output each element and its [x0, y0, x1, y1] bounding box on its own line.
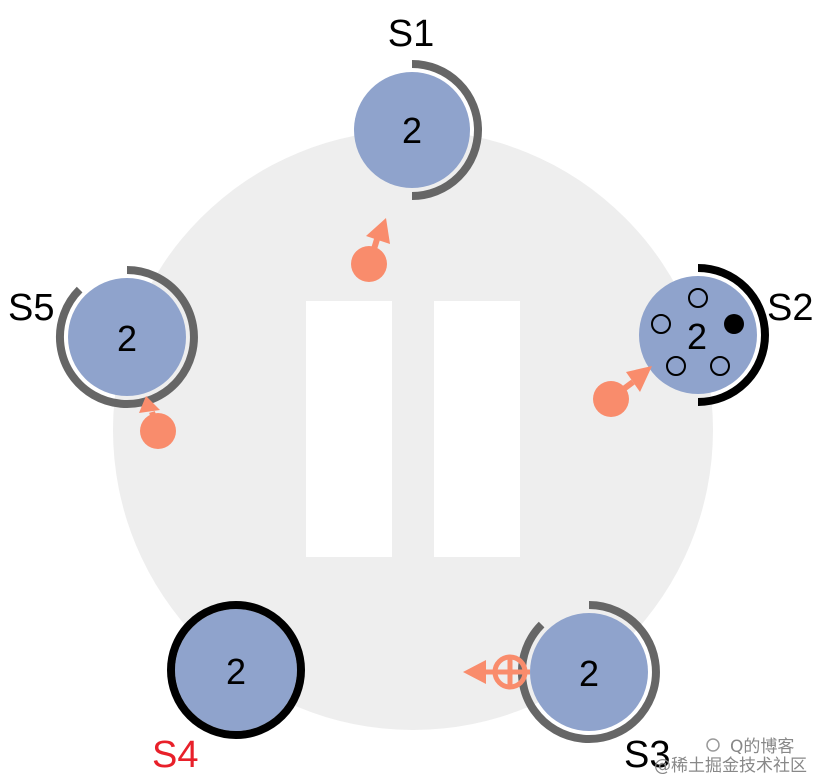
server-s2-label: S2 [767, 287, 813, 329]
vote-indicator-empty [688, 288, 708, 308]
server-s1-term: 2 [402, 110, 422, 151]
pause-icon [306, 301, 520, 557]
server-s5: 2 S5 [8, 266, 198, 408]
server-s2-ring [697, 264, 769, 406]
wechat-icon [706, 738, 720, 752]
pause-bar-right [434, 301, 520, 557]
vote-indicator-empty [651, 314, 671, 334]
server-s3-label: S3 [624, 734, 670, 776]
vote-indicators [651, 288, 744, 376]
vote-indicator-filled [724, 314, 744, 334]
server-s1-ring [411, 60, 482, 200]
cluster-background-circle [113, 130, 713, 730]
server-s4-node [175, 609, 297, 731]
server-s3-term: 2 [579, 653, 599, 694]
server-s3-node [530, 613, 648, 731]
server-s2: 2 S2 [639, 264, 813, 406]
message-request-vote [351, 218, 390, 282]
server-s2-node [639, 276, 757, 394]
pause-bar-left [306, 301, 392, 557]
message-request-vote [139, 396, 176, 449]
message-vote-response [463, 654, 530, 690]
message-request-vote [593, 366, 652, 417]
server-s5-ring [55, 266, 198, 408]
watermark: Q的博客 @稀土掘金技术社区 [654, 737, 807, 776]
server-s3: 2 S3 [517, 601, 670, 776]
vote-indicator-empty [710, 356, 730, 376]
watermark-text: @稀土掘金技术社区 [654, 756, 807, 776]
vote-indicator-empty [666, 356, 686, 376]
server-s4-label: S4 [152, 734, 198, 776]
server-s5-label: S5 [8, 287, 54, 329]
server-s1: 2 S1 [354, 13, 482, 200]
server-s4-ring [167, 601, 305, 739]
server-s1-label: S1 [388, 13, 434, 55]
watermark-overlay-text: Q的博客 [730, 737, 794, 757]
server-s4: 2 S4 [152, 601, 305, 776]
server-s5-node [68, 278, 186, 396]
server-s2-term: 2 [687, 316, 707, 357]
server-s1-node [354, 72, 470, 188]
server-s5-term: 2 [117, 318, 137, 359]
server-s4-term: 2 [226, 651, 246, 692]
